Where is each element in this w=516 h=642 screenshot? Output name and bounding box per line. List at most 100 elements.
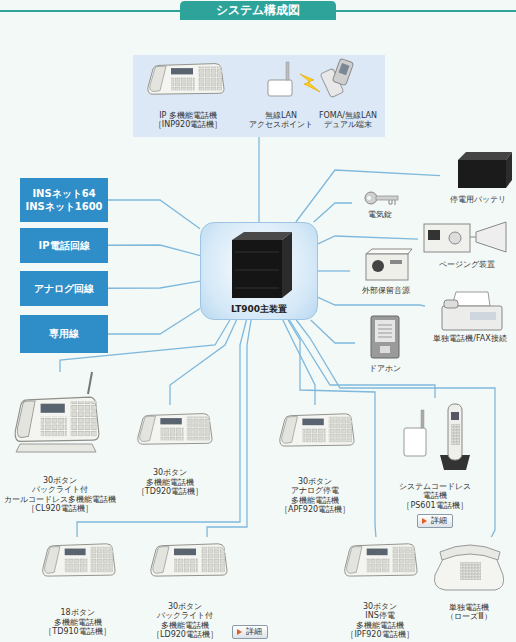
- node-label: 停電用バッテリ: [450, 195, 506, 205]
- device-group-band: IP 多機能電話機 ［INP920電話機］無線LAN アクセスポイントFOMA/…: [133, 55, 385, 137]
- phone-node: 30ボタン バックライト付 多機能電話機 ［LD920電話機］詳細: [140, 537, 275, 640]
- node-label: 専用線: [49, 327, 79, 341]
- phone-node: 30ボタン バックライト付 カールコードレス多機能電話機 ［CL920電話機］: [0, 372, 120, 514]
- node-label: ページング装置: [439, 260, 495, 270]
- dual-terminal-illustration: [339, 63, 350, 75]
- node-label: 無線LAN アクセスポイント: [248, 111, 314, 130]
- line-box: INSネット64 INSネット1600: [20, 178, 108, 222]
- access-point-illustration: [268, 62, 320, 96]
- node-label: 外部保留音源: [362, 286, 410, 296]
- main-unit-illustration: [235, 252, 279, 253]
- node-label: アナログ回線: [34, 282, 94, 296]
- node-label: LT900主装置: [231, 304, 287, 315]
- title-tab: [0, 1, 516, 20]
- main-unit-illustration: [235, 270, 279, 271]
- node-label: 単独電話機 （ローズⅢ）: [425, 603, 513, 622]
- cordless-phone-illustration: [451, 412, 459, 420]
- music-source-illustration: [372, 260, 384, 272]
- connector-line: [318, 236, 418, 244]
- connector-line: [108, 309, 200, 334]
- diagram-title: システム構成図: [180, 1, 336, 20]
- connector-line: [108, 281, 200, 288]
- battery-illustration: [458, 160, 506, 188]
- paging-illustration: [449, 232, 461, 244]
- cordless-phone-illustration: [440, 455, 470, 470]
- music-source-illustration: [366, 254, 408, 280]
- phone-node: 18ボタン 多機能電話機 ［TD910電話機］: [30, 537, 125, 637]
- access-point-illustration: [268, 80, 292, 96]
- connector-line: [318, 270, 350, 271]
- battery-illustration: [506, 152, 512, 188]
- dual-terminal-illustration: [332, 58, 353, 85]
- access-point-illustration: [300, 74, 320, 92]
- phone-illustration: [15, 397, 99, 441]
- connector-line: [108, 200, 200, 229]
- connector-line: [207, 320, 251, 537]
- device-node: ページング装置: [418, 212, 515, 270]
- single-phone-illustration: [434, 552, 503, 591]
- music-source-illustration: [390, 260, 402, 264]
- main-unit-illustration: [232, 232, 292, 240]
- node-label: ドアホン: [369, 364, 401, 374]
- node-label: 30ボタン バックライト付 カールコードレス多機能電話機 ［CL920電話機］: [0, 476, 120, 514]
- key-illustration: [389, 200, 395, 205]
- single-phone-illustration: [434, 545, 503, 590]
- music-source-illustration: [366, 249, 412, 254]
- dual-terminal-illustration: [320, 58, 354, 97]
- node-label: IP電話回線: [38, 239, 89, 253]
- key-illustration: [365, 192, 377, 204]
- key-illustration: [367, 196, 371, 200]
- node-label: 30ボタン バックライト付 多機能電話機 ［LD920電話機］: [140, 602, 230, 640]
- connector-line: [283, 320, 315, 405]
- fax-illustration: [442, 292, 502, 330]
- fax-illustration: [470, 312, 496, 320]
- doorphone-illustration: [375, 320, 395, 342]
- node-label: 30ボタン 多機能電話機 ［TD920電話機］: [120, 468, 220, 497]
- phone-node: システムコードレス 電話機 ［PS601電話機］詳細: [390, 398, 480, 528]
- connector-line: [289, 320, 435, 398]
- doorphone-illustration: [371, 316, 399, 358]
- phone-node: 30ボタン INS停電 多機能電話機 ［IPF920電話機］: [330, 537, 430, 640]
- node-label: IP 多機能電話機 ［INP920電話機］: [140, 111, 236, 130]
- music-source-illustration: [366, 249, 412, 280]
- device-node: ドアホン: [355, 312, 415, 374]
- phone-illustration: [151, 544, 227, 576]
- line-box: 専用線: [20, 315, 108, 353]
- device-node: 外部保留音源: [350, 246, 422, 296]
- connector-line: [311, 320, 355, 343]
- phone-illustration: [88, 372, 92, 394]
- cordless-phone-illustration: [404, 428, 426, 456]
- title-tab: [180, 1, 336, 20]
- main-unit-illustration: [235, 288, 279, 289]
- phone-illustration: [280, 414, 354, 446]
- main-unit-illustration: [232, 232, 292, 298]
- single-phone-illustration: [440, 545, 500, 560]
- dual-terminal-illustration: [320, 68, 344, 97]
- phone-illustration: [148, 64, 224, 95]
- node-label: 単独電話機/FAX接続: [433, 334, 507, 344]
- single-phone-illustration: [460, 562, 481, 580]
- node-label: 電気錠: [368, 210, 392, 220]
- device-node: 単独電話機/FAX接続: [425, 290, 515, 344]
- ip-phone-node: IP 多機能電話機 ［INP920電話機］: [138, 58, 238, 130]
- connector-line: [258, 137, 259, 222]
- fax-illustration: [442, 306, 502, 330]
- cordless-phone-illustration: [448, 404, 462, 460]
- cordless-phone-illustration: [451, 424, 460, 445]
- connector-line: [318, 297, 425, 306]
- device-node: 停電用バッテリ: [440, 150, 515, 205]
- node-label: 30ボタン INS停電 多機能電話機 ［IPF920電話機］: [330, 602, 430, 640]
- access-point-illustration: [286, 62, 289, 80]
- phone-illustration: [345, 544, 417, 576]
- paging-illustration: [476, 222, 506, 252]
- phone-illustration: [15, 64, 417, 577]
- detail-button: 詳細: [232, 625, 268, 639]
- node-label: 18ボタン 多機能電話機 ［TD910電話機］: [30, 608, 125, 637]
- node-label: INSネット64 INSネット1600: [20, 187, 108, 214]
- fax-illustration: [444, 300, 458, 308]
- battery-illustration: [458, 152, 512, 160]
- node-label: 30ボタン アナログ停電 多機能電話機 ［APF920電話機］: [265, 477, 365, 515]
- node-label: システムコードレス 電話機 ［PS601電話機］: [390, 482, 480, 511]
- connector-line: [296, 170, 440, 222]
- connector-line: [108, 245, 200, 256]
